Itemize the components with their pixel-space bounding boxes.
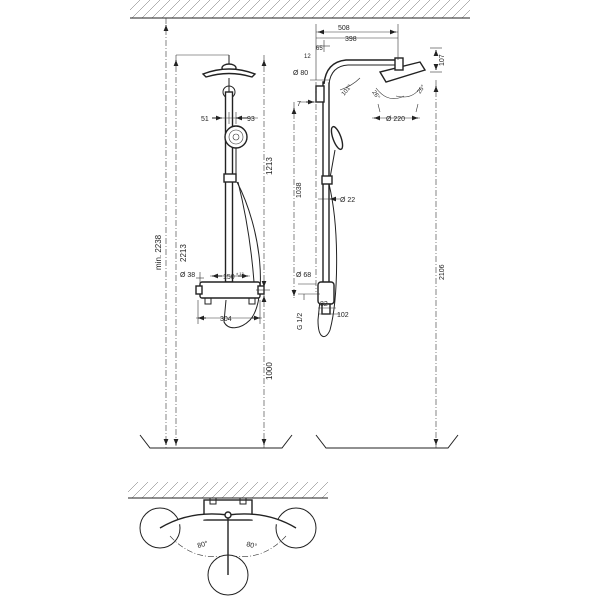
dim-398: 398 (345, 36, 357, 43)
dim-2213: 2213 (179, 244, 188, 262)
dim-diameter-68: Ø 68 (296, 272, 311, 279)
plan-view (128, 482, 328, 596)
dim-g-1-2: G 1/2 (297, 313, 304, 330)
dim-107: 107 (439, 54, 446, 66)
dim-93: 93 (247, 116, 255, 123)
dim-304: 304 (220, 316, 232, 323)
dim-26-deg-a: 26° (370, 90, 380, 101)
dim-80-deg-right: 80° (245, 540, 257, 551)
dim-2106: 2106 (439, 264, 446, 280)
dim-7: 7 (297, 101, 301, 108)
dim-65: 65 (316, 46, 323, 52)
dim-1213: 1213 (265, 157, 274, 175)
ceiling-hatch-top (130, 0, 470, 19)
dim-82: 82 (320, 301, 328, 308)
dim-101-deg: 101° (341, 83, 354, 97)
dim-508: 508 (338, 25, 350, 32)
right-elevation-view (291, 24, 459, 449)
left-elevation-view (139, 18, 293, 449)
dim-12: 12 (304, 54, 311, 60)
dim-diameter-80: Ø 80 (293, 70, 308, 77)
left-view-dimension-labels: min. 2238 2213 1213 1000 51 93 Ø 38 150 … (154, 116, 274, 380)
dim-150: 150 (223, 274, 235, 281)
dim-51: 51 (201, 116, 209, 123)
dim-26-deg-b: 26° (417, 84, 427, 95)
right-view-dimension-labels: 508 398 65 12 107 Ø 80 7 101° 26° 26° Ø … (293, 25, 446, 330)
dim-min-2238: min. 2238 (154, 234, 163, 270)
dim-80-deg-left: 80° (196, 539, 208, 550)
dim-diameter-220: Ø 220 (386, 116, 405, 123)
dim-150-tolerance: ± 12 (236, 271, 245, 276)
plan-view-dimension-labels: 80° 80° (196, 539, 258, 550)
dim-102: 102 (337, 312, 349, 319)
dim-diameter-38: Ø 38 (180, 272, 195, 279)
dim-1038: 1038 (296, 182, 303, 198)
dim-1000: 1000 (265, 362, 274, 380)
dim-diameter-22: Ø 22 (340, 197, 355, 204)
